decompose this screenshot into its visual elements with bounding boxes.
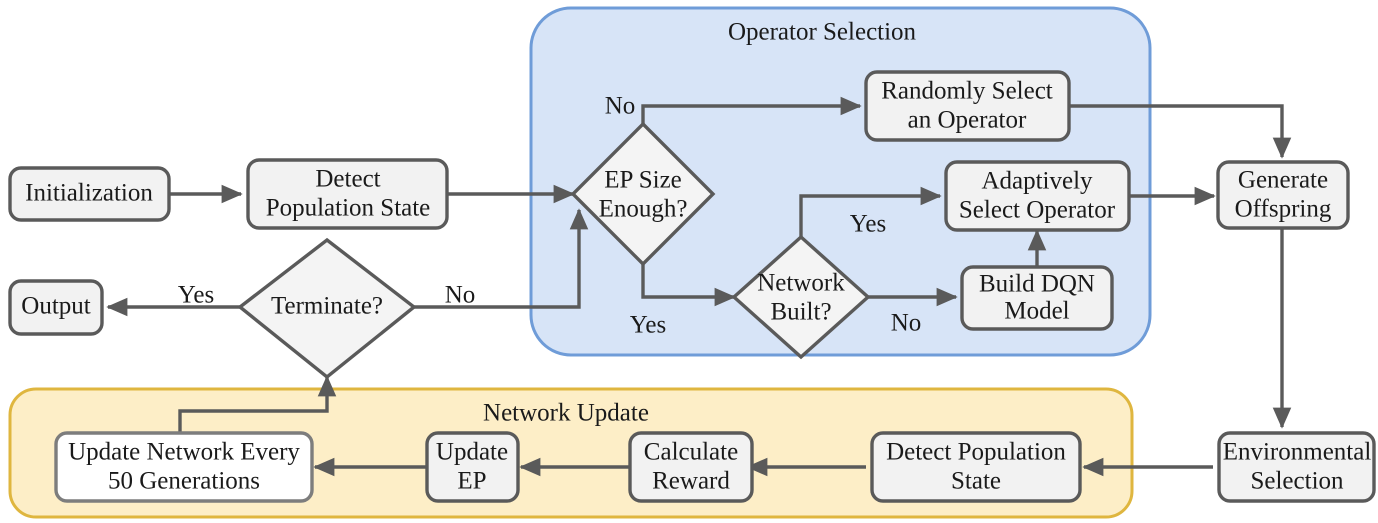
node-initialization-line-1: Initialization [25, 180, 153, 207]
node-adaptively-select-operator-line-1: Adaptively [981, 168, 1093, 195]
node-update-network-line-1: Update Network Every [68, 439, 300, 466]
node-randomly-select-an-operator[interactable]: Randomly Select an Operator [864, 70, 1071, 142]
node-randomly-select-an-operator-line-1: Randomly Select [881, 78, 1053, 105]
node-network-built-line-2: Built? [770, 299, 831, 326]
node-update-network-line-2: 50 Generations [108, 468, 260, 495]
node-generate-offspring-line-2: Offspring [1235, 196, 1332, 223]
node-detect-population-state-top-line-2: Population State [266, 195, 431, 222]
node-output[interactable]: Output [8, 279, 104, 336]
group-title-network-update: Network Update [483, 400, 649, 427]
group-title-operator-selection: Operator Selection [728, 19, 917, 46]
edge-label-ep-size-no: No [605, 93, 636, 120]
node-environmental-selection-line-1: Environmental [1223, 439, 1372, 466]
edge-label-ep-size-yes: Yes [630, 312, 666, 339]
edge-ep-size-yes-to-network-built [641, 264, 736, 307]
node-environmental-selection[interactable]: Environmental Selection [1217, 431, 1376, 503]
node-output-line-1: Output [21, 293, 91, 320]
edge-terminate-no-to-ep-size [414, 208, 589, 309]
edge-label-terminate-yes: Yes [178, 282, 214, 309]
node-network-built[interactable]: Network Built? [731, 234, 871, 360]
node-ep-size-enough-line-1: EP Size [604, 167, 682, 194]
node-detect-population-state-bottom[interactable]: Detect Population State [870, 431, 1082, 503]
node-generate-offspring-line-1: Generate [1238, 167, 1328, 194]
node-randomly-select-an-operator-line-2: an Operator [908, 107, 1027, 134]
node-ep-size-enough-line-2: Enough? [599, 196, 688, 223]
node-initialization[interactable]: Initialization [8, 166, 171, 222]
node-calculate-reward-line-2: Reward [652, 468, 730, 495]
node-update-ep[interactable]: Update EP [425, 431, 520, 503]
node-terminate[interactable]: Terminate? [237, 237, 417, 380]
node-detect-population-state-bottom-line-1: Detect Population [886, 439, 1066, 466]
node-adaptively-select-operator[interactable]: Adaptively Select Operator [944, 160, 1131, 232]
node-adaptively-select-operator-line-2: Select Operator [959, 197, 1116, 224]
edge-label-terminate-no: No [445, 282, 476, 309]
node-ep-size-enough[interactable]: EP Size Enough? [570, 121, 716, 267]
node-detect-population-state-top[interactable]: Detect Population State [246, 158, 449, 230]
node-detect-population-state-top-line-1: Detect [315, 166, 380, 193]
node-calculate-reward-line-1: Calculate [644, 439, 738, 466]
node-generate-offspring[interactable]: Generate Offspring [1216, 160, 1350, 230]
node-build-dqn-model-line-2: Model [1004, 298, 1069, 325]
edge-randomly-select-to-generate-offspring [1069, 104, 1292, 159]
node-build-dqn-model[interactable]: Build DQN Model [960, 265, 1114, 331]
edge-update-network-to-terminate [178, 375, 337, 433]
node-network-built-line-1: Network [757, 270, 845, 297]
node-detect-population-state-bottom-line-2: State [951, 468, 1001, 495]
edge-label-network-built-no: No [891, 310, 922, 337]
node-terminate-line-1: Terminate? [271, 293, 383, 320]
node-update-ep-line-2: EP [457, 468, 486, 495]
node-update-ep-line-1: Update [436, 439, 508, 466]
node-environmental-selection-line-2: Selection [1250, 468, 1344, 495]
edge-ep-size-no-to-randomly-select [641, 96, 862, 124]
node-update-network-every-50-generations[interactable]: Update Network Every 50 Generations [54, 431, 314, 503]
edge-label-network-built-yes: Yes [850, 211, 886, 238]
node-calculate-reward[interactable]: Calculate Reward [628, 431, 754, 503]
node-build-dqn-model-line-1: Build DQN [979, 271, 1095, 298]
